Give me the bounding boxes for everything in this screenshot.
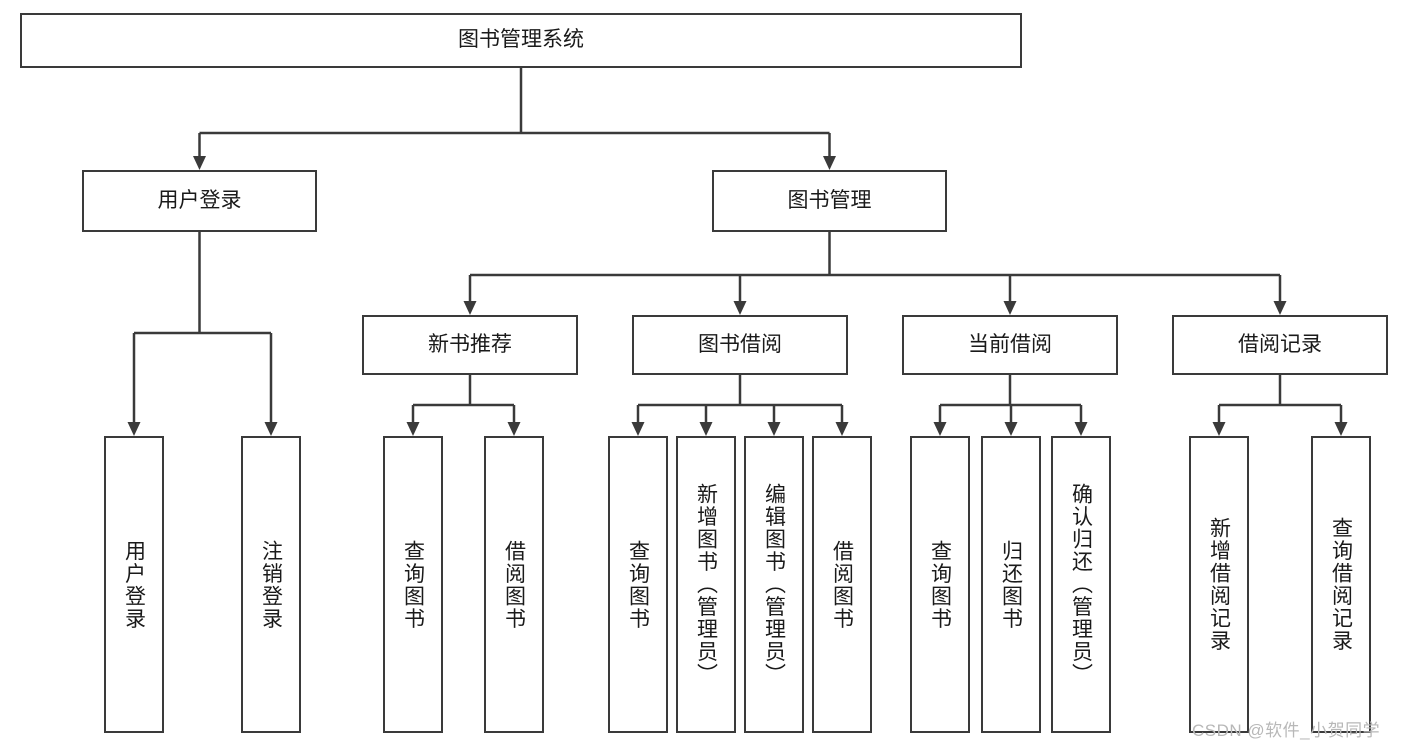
edge-5-child-1-arrow-head [1004, 422, 1018, 436]
node-label: 用户登录 [122, 539, 146, 630]
node-l2-new-book-rec[interactable]: 新书推荐 [362, 315, 578, 375]
edge-6-child-1-arrow-head [1334, 422, 1348, 436]
node-label: 当前借阅 [968, 332, 1052, 356]
node-l3-borrow-book-b[interactable]: 借阅图书 [812, 436, 872, 733]
node-label: 新书推荐 [428, 332, 512, 356]
edge-6-child-0-arrow-head [1212, 422, 1226, 436]
edge-3-child-1-arrow-head [507, 422, 521, 436]
node-l3-return-book[interactable]: 归还图书 [981, 436, 1041, 733]
edge-4-child-2-arrow-head [767, 422, 781, 436]
node-l3-edit-book[interactable]: 编辑图书（管理员） [744, 436, 804, 733]
node-label: 归还图书 [999, 539, 1023, 630]
edge-0-child-0-arrow-head [193, 156, 206, 170]
edge-4-child-3-arrow-head [835, 422, 849, 436]
node-label: 查询图书 [626, 539, 650, 630]
node-l2-book-borrow[interactable]: 图书借阅 [632, 315, 848, 375]
node-l3-confirm-return[interactable]: 确认归还（管理员） [1051, 436, 1111, 733]
node-l1-book-mgmt[interactable]: 图书管理 [712, 170, 947, 232]
node-l3-query-book-a[interactable]: 查询图书 [383, 436, 443, 733]
edge-5-child-2-arrow-head [1074, 422, 1088, 436]
node-l2-current-borrow[interactable]: 当前借阅 [902, 315, 1118, 375]
node-l3-user-login[interactable]: 用户登录 [104, 436, 164, 733]
edge-1-child-0-arrow-head [127, 422, 141, 436]
node-label: 编辑图书（管理员） [762, 483, 786, 686]
edge-5-child-0-arrow-head [933, 422, 947, 436]
node-label: 借阅记录 [1238, 332, 1322, 356]
node-label: 借阅图书 [502, 539, 526, 630]
node-label: 图书管理系统 [458, 28, 584, 52]
node-l3-borrow-book-a[interactable]: 借阅图书 [484, 436, 544, 733]
edge-2-child-3-arrow-head [1273, 301, 1287, 315]
edge-0-child-1-arrow-head [823, 156, 836, 170]
node-label: 借阅图书 [830, 539, 854, 630]
node-label: 查询图书 [928, 539, 952, 630]
edge-4-child-0-arrow-head [631, 422, 645, 436]
node-label: 图书借阅 [698, 332, 782, 356]
edge-2-child-2-arrow-head [1003, 301, 1017, 315]
node-label: 新增图书（管理员） [694, 483, 718, 686]
node-label: 查询图书 [401, 539, 425, 630]
watermark-label: CSDN @软件_小贺同学 [1192, 721, 1381, 740]
edge-3-child-0-arrow-head [406, 422, 420, 436]
node-label: 确认归还（管理员） [1069, 483, 1093, 686]
node-l3-add-book[interactable]: 新增图书（管理员） [676, 436, 736, 733]
edge-2-child-0-arrow-head [463, 301, 477, 315]
node-l3-query-record[interactable]: 查询借阅记录 [1311, 436, 1371, 733]
node-l2-borrow-record[interactable]: 借阅记录 [1172, 315, 1388, 375]
node-l3-add-record[interactable]: 新增借阅记录 [1189, 436, 1249, 733]
node-l3-logout[interactable]: 注销登录 [241, 436, 301, 733]
node-l1-user-login[interactable]: 用户登录 [82, 170, 317, 232]
node-label: 新增借阅记录 [1207, 517, 1231, 652]
node-label: 查询借阅记录 [1329, 517, 1353, 652]
edge-4-child-1-arrow-head [699, 422, 713, 436]
edge-2-child-1-arrow-head [733, 301, 747, 315]
node-l3-query-book-b[interactable]: 查询图书 [608, 436, 668, 733]
node-label: 图书管理 [787, 188, 872, 212]
node-label: 注销登录 [259, 539, 283, 630]
edge-1-child-1-arrow-head [264, 422, 278, 436]
node-root[interactable]: 图书管理系统 [20, 13, 1022, 68]
node-label: 用户登录 [157, 188, 242, 212]
node-l3-query-book-c[interactable]: 查询图书 [910, 436, 970, 733]
